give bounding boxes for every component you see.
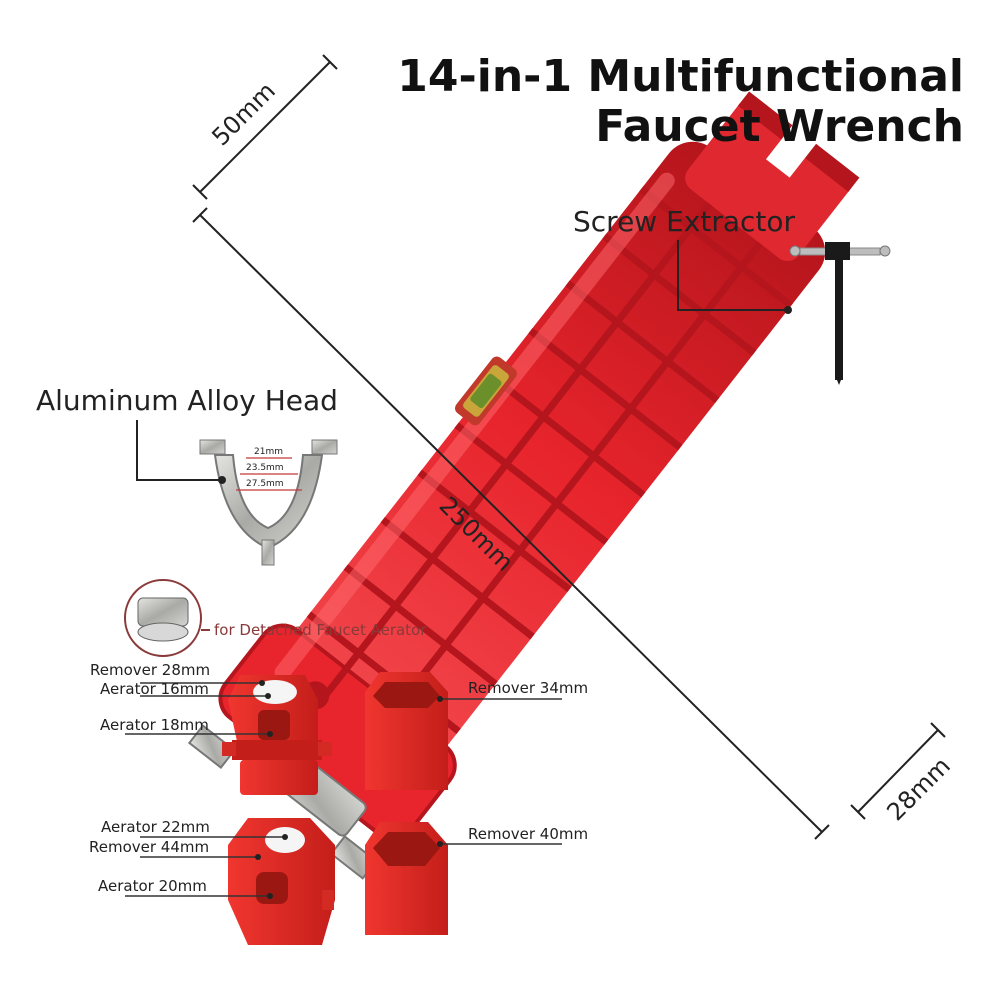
label-remover-28: Remover 28mm (90, 661, 211, 679)
title-line-1: 14-in-1 Multifunctional (397, 51, 964, 102)
socket-right-top (365, 672, 448, 790)
socket-left-top (222, 675, 332, 795)
label-aerator-note: for Detached Faucet Aerator (214, 621, 427, 639)
head-size-27-5: 27.5mm (246, 479, 284, 489)
label-aerator-20: Aerator 20mm (98, 877, 207, 895)
label-aerator-16: Aerator 16mm (100, 680, 209, 698)
wrench-body (187, 91, 860, 880)
head-size-23-5: 23.5mm (246, 463, 284, 473)
label-aluminum-head: Aluminum Alloy Head (36, 384, 338, 417)
product-title: 14-in-1 Multifunctional Faucet Wrench (364, 52, 964, 152)
aerator-thumbnail (124, 579, 202, 657)
spirit-level (455, 356, 517, 426)
screw-extractor-leader (677, 240, 788, 311)
label-remover-44: Remover 44mm (89, 838, 210, 856)
label-remover-40: Remover 40mm (468, 825, 589, 843)
label-aerator-22: Aerator 22mm (101, 818, 210, 836)
socket-leaders (125, 682, 562, 897)
aluminum-head-illustration (199, 439, 338, 566)
aluminum-head-leader (136, 420, 222, 481)
head-size-21: 21mm (254, 447, 283, 457)
dimension-lines (192, 54, 946, 840)
label-aerator-18: Aerator 18mm (100, 716, 209, 734)
label-remover-34: Remover 34mm (468, 679, 589, 697)
label-screw-extractor: Screw Extractor (573, 205, 796, 238)
socket-right-bottom (365, 822, 448, 935)
title-line-2: Faucet Wrench (595, 101, 964, 152)
screw-extractor (789, 242, 891, 385)
